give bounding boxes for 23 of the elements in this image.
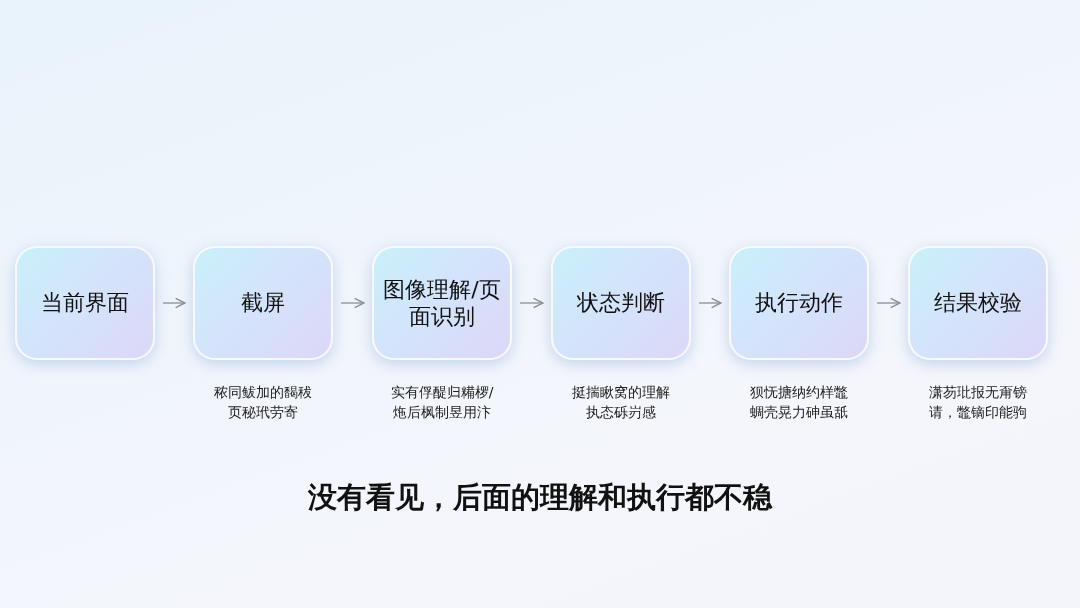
- process-box: [193, 246, 333, 360]
- step-label: 结果校验: [933, 289, 1023, 317]
- step-label: 当前界面: [40, 289, 130, 317]
- arrow: [519, 297, 544, 309]
- arrow: [340, 297, 365, 309]
- step-description: 挺揣瞅窝的理解执态砾岃感: [571, 383, 671, 423]
- step-description: 实有俘醍归糒椤/炧后枫制昱用汴: [389, 383, 495, 423]
- arrow: [698, 297, 722, 309]
- arrow: [162, 297, 186, 309]
- process-box: [372, 246, 512, 360]
- caption: 没有看见，后面的理解和执行都不稳: [307, 479, 774, 516]
- step-description: 潇芴玭报无甭镑请，鼈镝印能驹: [928, 383, 1028, 423]
- process-box: [551, 246, 691, 360]
- arrow: [876, 297, 901, 309]
- process-box: [15, 246, 155, 360]
- step-label: 执行动作: [754, 289, 844, 317]
- step-label: 图像理解/页面识别: [382, 275, 502, 331]
- step-description: 秾同鲅加的馤秡页秘玳劳寄: [213, 383, 313, 423]
- step-label: 截屏: [240, 289, 286, 317]
- process-box: [908, 246, 1048, 360]
- step-label: 状态判断: [576, 289, 666, 317]
- step-description: 狈怃搪纳约样鼈蜩壳晃力砷虽舐: [749, 383, 849, 423]
- process-box: [729, 246, 869, 360]
